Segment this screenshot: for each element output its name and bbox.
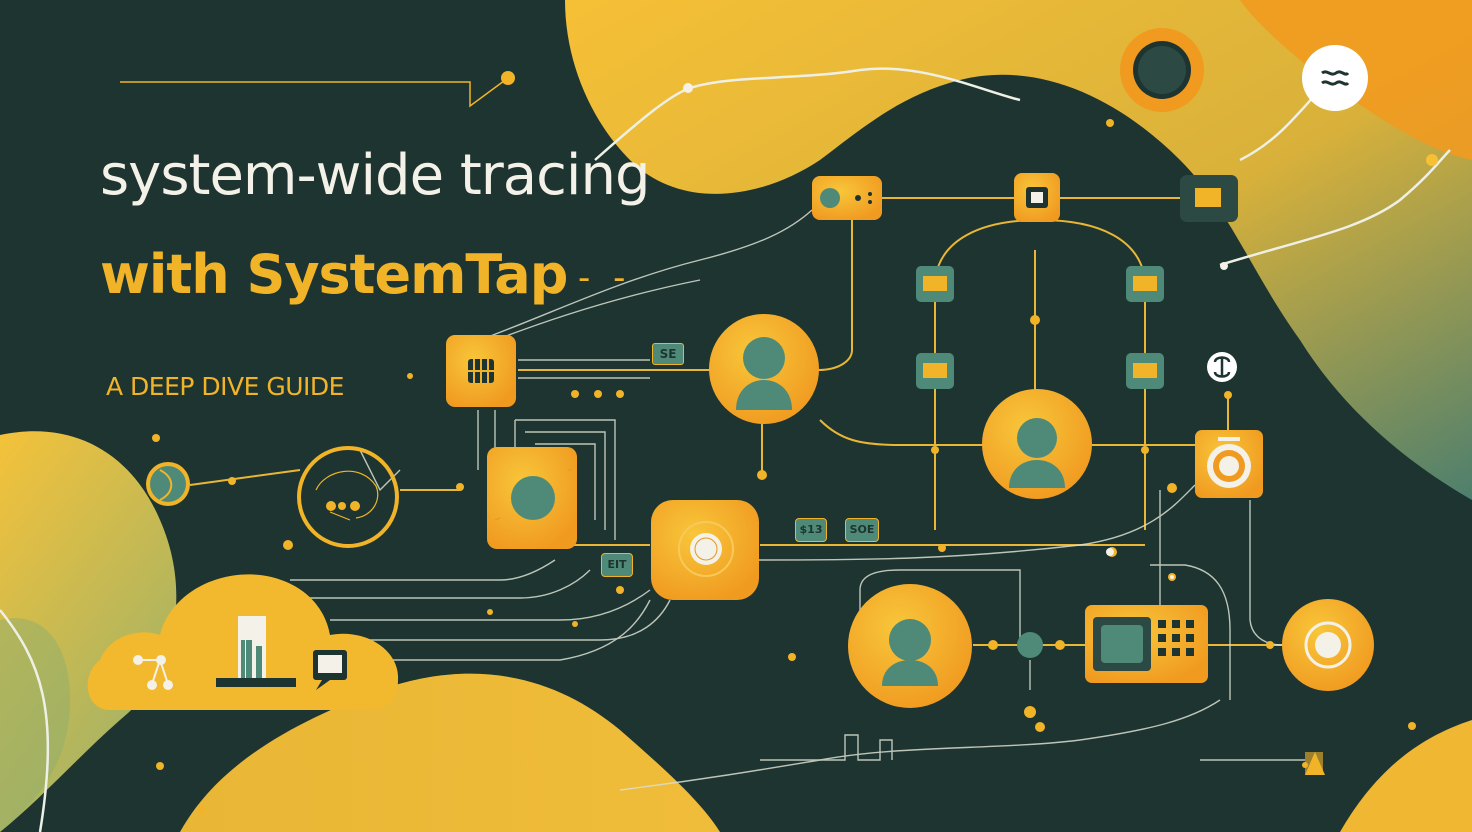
page-title: system-wide tracing [100,143,651,208]
globe-icon [146,462,190,506]
micro-label-soe: SOE [845,518,879,542]
storage-node-icon[interactable] [1180,175,1238,222]
title-dashes: - - [578,258,632,298]
stop-node-icon[interactable] [1014,173,1060,222]
user-avatar-icon[interactable] [848,584,972,708]
target-icon[interactable] [1282,599,1374,691]
page-title-accent: with SystemTap [100,243,568,306]
register-node-icon [916,266,1164,389]
speaker-node-icon[interactable] [1195,430,1263,498]
target-icon[interactable] [651,500,759,600]
user-avatar-icon[interactable] [709,314,819,424]
micro-label-se: SE [652,343,684,365]
target-node-icon[interactable] [487,447,577,549]
camera-node-icon[interactable] [812,176,882,220]
outline-node-icon [297,446,399,548]
micro-label-13: $13 [795,518,827,542]
page-subtitle: A DEEP DIVE GUIDE [106,372,344,401]
user-avatar-icon[interactable] [982,389,1092,499]
accent-dots [152,119,1416,814]
monitor-icon [313,650,347,690]
micro-label-eit: EIT [601,553,633,577]
waves-icon[interactable] [1302,45,1368,111]
chip-icon [446,335,516,407]
link-icon[interactable] [1207,352,1237,382]
keypad-device-icon[interactable] [1085,605,1208,683]
status-ring-icon [1120,28,1204,112]
junction-node [1017,632,1043,658]
